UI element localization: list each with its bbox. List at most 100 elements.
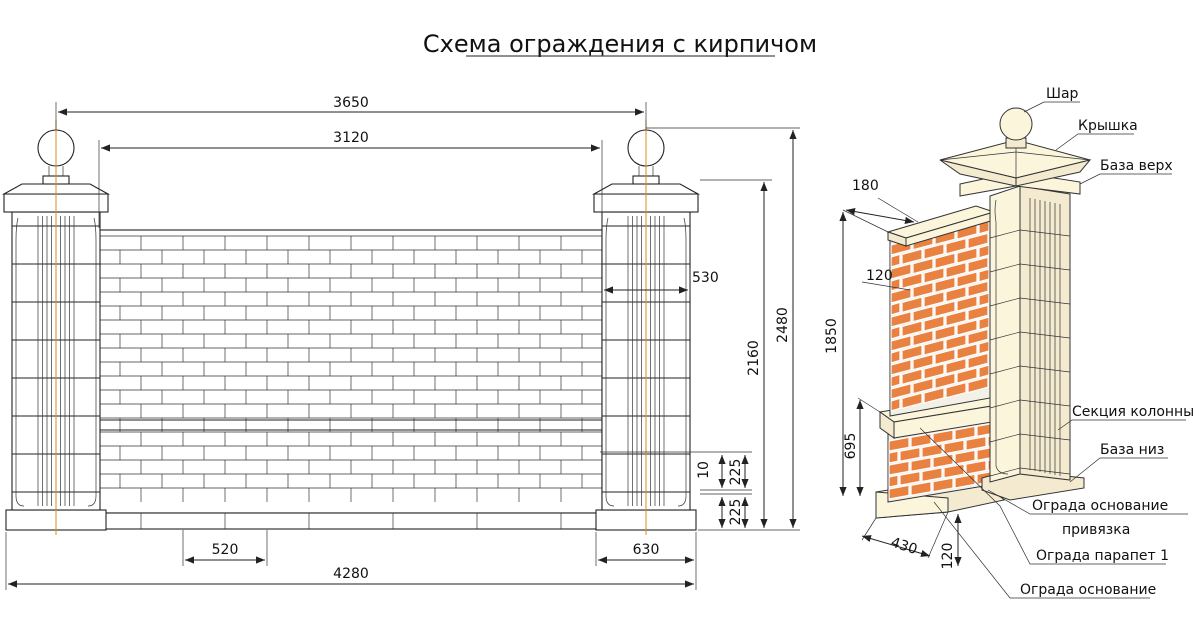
iso-brick [967, 376, 989, 394]
iso-brick [901, 392, 923, 410]
iso-brick [901, 368, 923, 386]
iso-brick [890, 310, 912, 328]
iso-dim-120-height-label: 120 [940, 543, 956, 570]
callout-cap: Крышка [1055, 118, 1138, 151]
iso-column-rings [989, 229, 1071, 477]
iso-brick [943, 439, 965, 455]
iso-brick [890, 253, 901, 268]
iso-brick [978, 340, 990, 355]
iso-brick [888, 460, 910, 476]
iso-brick [888, 484, 910, 500]
iso-brick [954, 449, 976, 465]
iso-brick [901, 272, 923, 290]
iso-column-ring [989, 297, 1071, 307]
iso-dim-120-width-label: 120 [866, 268, 893, 284]
iso-brick [921, 443, 943, 459]
panel-outline [98, 229, 603, 514]
dim-brick-module: 520 [182, 530, 268, 566]
iso-brick [888, 450, 899, 464]
panel-plinth [98, 512, 603, 530]
iso-brick [934, 276, 956, 294]
iso-column-flutes [994, 198, 1061, 476]
right-column [591, 120, 701, 535]
iso-brick [954, 425, 976, 441]
iso-ball [999, 107, 1033, 141]
iso-brick [934, 372, 956, 390]
iso-brick [923, 339, 945, 356]
dim-530-label: 530 [692, 270, 719, 286]
label-base-binding-2: привязка [1062, 522, 1130, 538]
dim-3120-label: 3120 [333, 130, 369, 146]
column-panel-edge [15, 217, 25, 507]
column-panel-edge [677, 217, 687, 507]
iso-brick [923, 267, 945, 284]
iso-brick [921, 467, 943, 483]
label-column-section: Секция колонны [1072, 404, 1194, 420]
column-panel-edge [605, 217, 615, 507]
iso-dim-695-label: 695 [843, 433, 859, 460]
dim-3650-label: 3650 [333, 95, 369, 111]
iso-brick [901, 320, 923, 338]
iso-brick [934, 348, 956, 366]
iso-brick [965, 435, 987, 451]
iso-brick [899, 470, 921, 486]
iso-dim-180: 180 [842, 178, 919, 233]
iso-brick [923, 363, 945, 380]
iso-brick [890, 325, 901, 340]
iso-column-cap-right [1015, 159, 1092, 187]
iso-column [939, 107, 1092, 501]
iso-column-left-face [989, 185, 1021, 483]
iso-brick [956, 343, 978, 360]
iso-brick [967, 352, 989, 370]
iso-brick [890, 286, 912, 304]
iso-dim-180-label: 180 [852, 178, 879, 194]
dim-overall-span: 3650 [55, 95, 647, 130]
dim-column-width: 530 [604, 268, 719, 296]
label-base-binding-1: Ограда основание [1032, 498, 1168, 514]
iso-brick [912, 353, 934, 371]
label-fence-base: Ограда основание [1020, 582, 1156, 598]
callout-base-top: База верх [1079, 158, 1173, 185]
callout-parapet: Ограда парапет 1 [919, 427, 1169, 565]
iso-column-ring [989, 229, 1071, 239]
iso-dim-1850-label: 1850 [824, 318, 840, 354]
iso-dim-1850: 1850 [824, 212, 847, 496]
iso-brick [967, 304, 989, 322]
dim-base-width: 630 [595, 532, 697, 590]
iso-brick [978, 268, 990, 283]
iso-brick [967, 256, 989, 274]
iso-brick [923, 243, 945, 260]
callout-column-section: Секция колонны [1057, 404, 1194, 431]
dim-10-label: 10 [696, 461, 712, 479]
iso-brick [890, 373, 901, 388]
iso-brick [945, 285, 967, 303]
iso-brick [978, 364, 990, 379]
iso-column-ring [989, 399, 1071, 409]
isometric-view: 180 120 1850 695 430 120 [824, 86, 1194, 599]
iso-column-ring [989, 263, 1071, 273]
iso-brick [945, 333, 967, 351]
iso-dim-120-height: 120 [940, 514, 962, 570]
iso-brick [923, 291, 945, 308]
dim-total-height: 2480 [646, 127, 800, 528]
iso-brick [956, 247, 978, 264]
callout-base-binding: Ограда основание привязка [987, 489, 1188, 538]
dim-2480-label: 2480 [775, 307, 791, 343]
page-title: Схема ограждения с кирпичом [423, 30, 817, 58]
front-view: 3650 3120 530 2160 2480 [1, 95, 800, 590]
iso-brick [890, 397, 901, 412]
iso-dim-430: 430 [861, 511, 949, 559]
iso-brick [888, 474, 899, 488]
plinth-joints [140, 513, 562, 529]
left-ball-stem [48, 166, 64, 176]
dim-225-lower-label: 225 [728, 499, 744, 526]
dim-225-upper-label: 225 [728, 459, 744, 486]
iso-brick [923, 387, 945, 404]
iso-column-ring [989, 433, 1071, 443]
iso-brick [912, 377, 934, 395]
iso-brick [890, 349, 901, 364]
dim-total-length: 4280 [5, 532, 694, 590]
iso-brick [901, 296, 923, 314]
iso-brick [945, 381, 967, 399]
iso-brick [943, 463, 965, 479]
